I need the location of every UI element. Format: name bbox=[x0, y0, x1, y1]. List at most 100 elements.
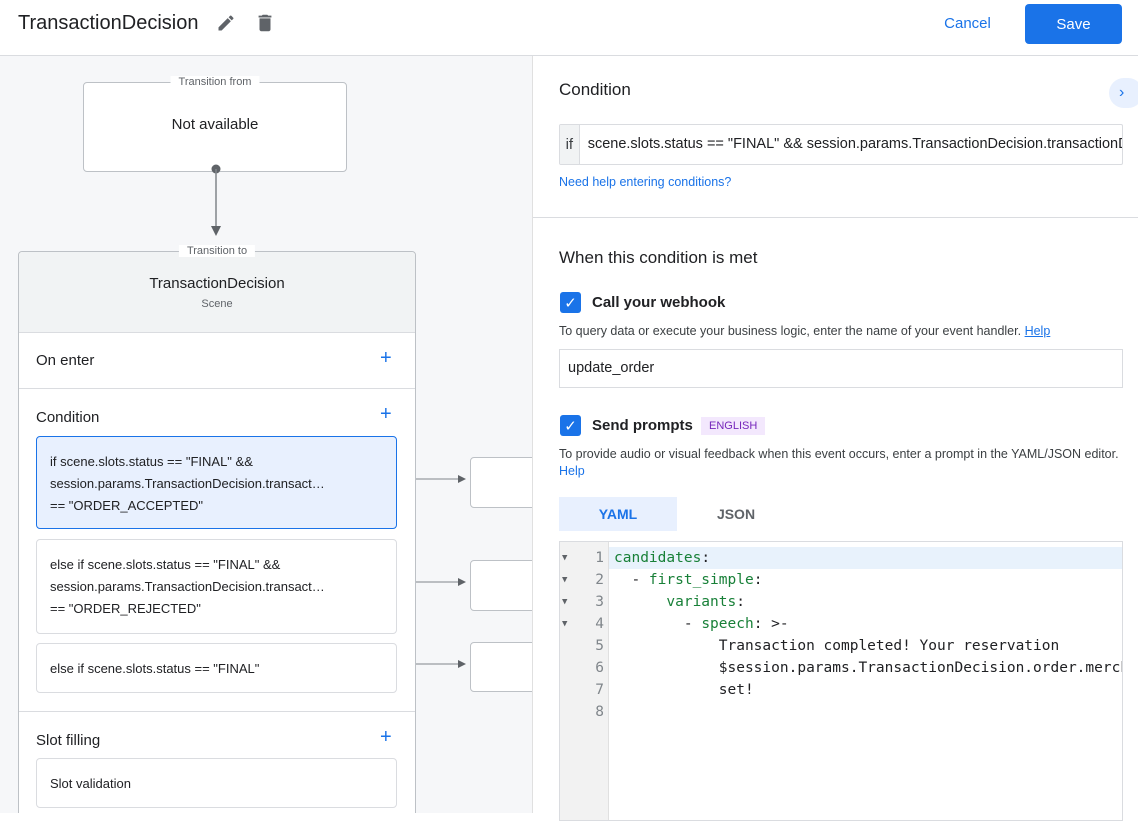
transition-from-value: Not available bbox=[171, 116, 259, 133]
scene-type: Scene bbox=[201, 298, 233, 310]
prompts-checkbox[interactable]: ✓ bbox=[560, 415, 581, 436]
code-line: ▼ 4 - speech: >- bbox=[560, 613, 1122, 635]
line-number: 5 bbox=[595, 638, 604, 654]
code-indent bbox=[614, 638, 719, 654]
scene-name: TransactionDecision bbox=[149, 275, 285, 292]
flow-canvas: Transition from Not available Transition… bbox=[0, 56, 532, 813]
code-line: 5 Transaction completed! Your reservatio… bbox=[560, 635, 1122, 657]
code-line: 6 $session.params.TransactionDecision.or… bbox=[560, 657, 1122, 679]
add-condition-icon[interactable]: + bbox=[380, 403, 392, 425]
yaml-editor[interactable]: ▼ 1 candidates: ▼ 2 - first_simple: ▼ 3 varian… bbox=[559, 541, 1123, 821]
line-number: 3 bbox=[595, 594, 604, 610]
webhook-checkbox[interactable]: ✓ bbox=[560, 292, 581, 313]
condition-card[interactable]: else if scene.slots.status == "FINAL" bbox=[36, 643, 397, 693]
condition-line: session.params.TransactionDecision.trans… bbox=[50, 476, 325, 491]
code-text: : >- bbox=[753, 616, 789, 632]
add-on-enter-icon[interactable]: + bbox=[380, 347, 392, 369]
condition-input[interactable]: if scene.slots.status == "FINAL" && sess… bbox=[559, 124, 1123, 165]
target-box[interactable] bbox=[470, 560, 532, 611]
if-prefix: if bbox=[560, 125, 580, 164]
condition-value[interactable]: scene.slots.status == "FINAL" && session… bbox=[587, 136, 1122, 152]
condition-line: else if scene.slots.status == "FINAL" && bbox=[50, 557, 281, 572]
add-slot-icon[interactable]: + bbox=[380, 726, 392, 748]
condition-line: session.params.TransactionDecision.trans… bbox=[50, 579, 325, 594]
code-text: Transaction completed! Your reservation bbox=[718, 638, 1060, 654]
edit-pencil-icon[interactable] bbox=[216, 13, 236, 33]
slot-validation-card[interactable]: Slot validation bbox=[36, 758, 397, 808]
header: TransactionDecision Cancel Save bbox=[0, 0, 1138, 56]
tab-json[interactable]: JSON bbox=[716, 506, 756, 522]
condition-label: Condition bbox=[36, 409, 100, 426]
yaml-key: speech bbox=[701, 616, 754, 632]
language-badge: ENGLISH bbox=[701, 417, 766, 435]
collapse-panel-chevron-icon[interactable]: › bbox=[1109, 78, 1138, 108]
fold-arrow-icon[interactable]: ▼ bbox=[562, 553, 568, 563]
line-number: 1 bbox=[595, 550, 604, 566]
condition-panel: › Condition if scene.slots.status == "FI… bbox=[532, 56, 1138, 821]
code-text: : bbox=[753, 572, 763, 588]
condition-line: == "ORDER_REJECTED" bbox=[50, 601, 201, 616]
arrow-head bbox=[211, 226, 221, 236]
code-text: : bbox=[736, 594, 745, 610]
transition-from-label: Transition from bbox=[170, 76, 260, 88]
code-line: ▼ 2 - first_simple: bbox=[560, 569, 1122, 591]
webhook-help-link[interactable]: Help bbox=[1024, 324, 1051, 338]
line-number: 8 bbox=[595, 704, 604, 720]
fold-arrow-icon[interactable]: ▼ bbox=[562, 575, 568, 585]
scene-box: Transition to TransactionDecision Scene … bbox=[18, 245, 416, 813]
slot-filling-label: Slot filling bbox=[36, 732, 101, 749]
transition-to-label: Transition to bbox=[178, 245, 256, 257]
yaml-key: variants bbox=[666, 594, 737, 610]
transition-from-box: Transition from Not available bbox=[83, 76, 347, 172]
condition-line: if scene.slots.status == "FINAL" && bbox=[50, 454, 253, 469]
on-enter-label: On enter bbox=[36, 352, 95, 369]
prompts-desc: To provide audio or visual feedback when… bbox=[559, 447, 1119, 461]
webhook-input[interactable]: update_order bbox=[559, 349, 1123, 388]
scene-header: Transition to TransactionDecision Scene bbox=[19, 245, 415, 333]
line-number: 2 bbox=[595, 572, 604, 588]
cancel-button[interactable]: Cancel bbox=[944, 14, 991, 32]
yaml-key: candidates bbox=[614, 550, 702, 566]
code-text: : bbox=[701, 550, 711, 566]
divider bbox=[533, 217, 1138, 218]
fold-arrow-icon[interactable]: ▼ bbox=[562, 619, 568, 629]
slot-validation-label: Slot validation bbox=[50, 776, 131, 791]
code-line: 7 set! bbox=[560, 679, 1122, 701]
code-text: set! bbox=[718, 682, 754, 698]
condition-card[interactable]: if scene.slots.status == "FINAL" && sess… bbox=[36, 436, 397, 529]
code-line: ▼ 1 candidates: bbox=[560, 547, 1122, 569]
editor-gutter bbox=[560, 542, 609, 820]
code-indent bbox=[614, 682, 719, 698]
code-text: $session.params.TransactionDecision.orde… bbox=[718, 660, 1122, 676]
on-enter-row[interactable]: On enter + bbox=[19, 333, 415, 389]
code-indent: - bbox=[614, 572, 649, 588]
divider bbox=[19, 711, 415, 712]
line-number: 7 bbox=[595, 682, 604, 698]
save-button[interactable]: Save bbox=[1025, 4, 1122, 44]
condition-title: Condition bbox=[559, 80, 631, 99]
target-box[interactable] bbox=[470, 642, 532, 692]
webhook-desc: To query data or execute your business l… bbox=[559, 324, 1022, 338]
line-number: 4 bbox=[595, 616, 604, 632]
active-line-highlight bbox=[609, 547, 1122, 569]
condition-help-link[interactable]: Need help entering conditions? bbox=[559, 175, 732, 189]
code-indent: - bbox=[614, 616, 702, 632]
prompts-label: Send prompts bbox=[592, 417, 693, 434]
condition-card[interactable]: else if scene.slots.status == "FINAL" &&… bbox=[36, 539, 397, 634]
condition-line: == "ORDER_ACCEPTED" bbox=[50, 498, 203, 513]
code-indent bbox=[614, 594, 666, 610]
tab-yaml[interactable]: YAML bbox=[559, 497, 677, 531]
code-indent bbox=[614, 660, 719, 676]
code-line: 8 bbox=[560, 701, 1122, 723]
line-number: 6 bbox=[595, 660, 604, 676]
condition-met-title: When this condition is met bbox=[559, 248, 758, 267]
condition-line: else if scene.slots.status == "FINAL" bbox=[50, 661, 260, 676]
target-box[interactable] bbox=[470, 457, 532, 508]
delete-trash-icon[interactable] bbox=[254, 12, 276, 34]
code-line: ▼ 3 variants: bbox=[560, 591, 1122, 613]
webhook-label: Call your webhook bbox=[592, 294, 726, 311]
page-title: TransactionDecision bbox=[18, 12, 199, 34]
yaml-key: first_simple bbox=[648, 572, 754, 588]
prompts-help-link[interactable]: Help bbox=[559, 464, 585, 478]
fold-arrow-icon[interactable]: ▼ bbox=[562, 597, 568, 607]
